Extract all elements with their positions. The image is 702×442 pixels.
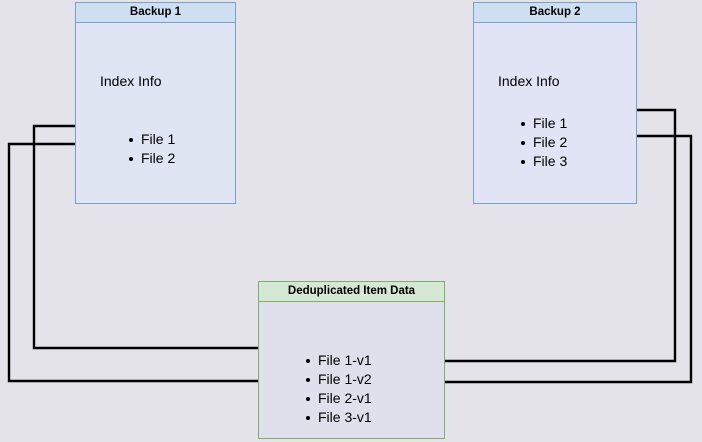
backup-1-title: Backup 1 (75, 2, 236, 23)
list-item[interactable]: File 2-v1 (303, 389, 372, 408)
backup-2-title: Backup 2 (473, 2, 637, 23)
backup-1-body: Index Info File 1 File 2 (75, 23, 236, 204)
list-item[interactable]: File 2 (518, 133, 567, 152)
list-item[interactable]: File 1-v2 (303, 370, 372, 389)
dedup-title: Deduplicated Item Data (258, 281, 445, 302)
node-backup-1[interactable]: Backup 1 Index Info File 1 File 2 (75, 2, 236, 204)
backup-2-body: Index Info File 1 File 2 File 3 (473, 23, 637, 204)
list-item[interactable]: File 1 (518, 114, 567, 133)
node-backup-2[interactable]: Backup 2 Index Info File 1 File 2 File 3 (473, 2, 637, 204)
backup-1-file-list: File 1 File 2 (126, 130, 175, 168)
backup-2-file-list: File 1 File 2 File 3 (518, 114, 567, 171)
dedup-file-list: File 1-v1 File 1-v2 File 2-v1 File 3-v1 (303, 351, 372, 427)
list-item[interactable]: File 3-v1 (303, 408, 372, 427)
backup-1-index-info-label: Index Info (100, 73, 162, 89)
dedup-body: File 1-v1 File 1-v2 File 2-v1 File 3-v1 (258, 302, 445, 439)
list-item[interactable]: File 1-v1 (303, 351, 372, 370)
list-item[interactable]: File 2 (126, 149, 175, 168)
backup-2-index-info-label: Index Info (498, 73, 560, 89)
node-deduplicated-item-data[interactable]: Deduplicated Item Data File 1-v1 File 1-… (258, 281, 445, 439)
list-item[interactable]: File 1 (126, 130, 175, 149)
list-item[interactable]: File 3 (518, 152, 567, 171)
